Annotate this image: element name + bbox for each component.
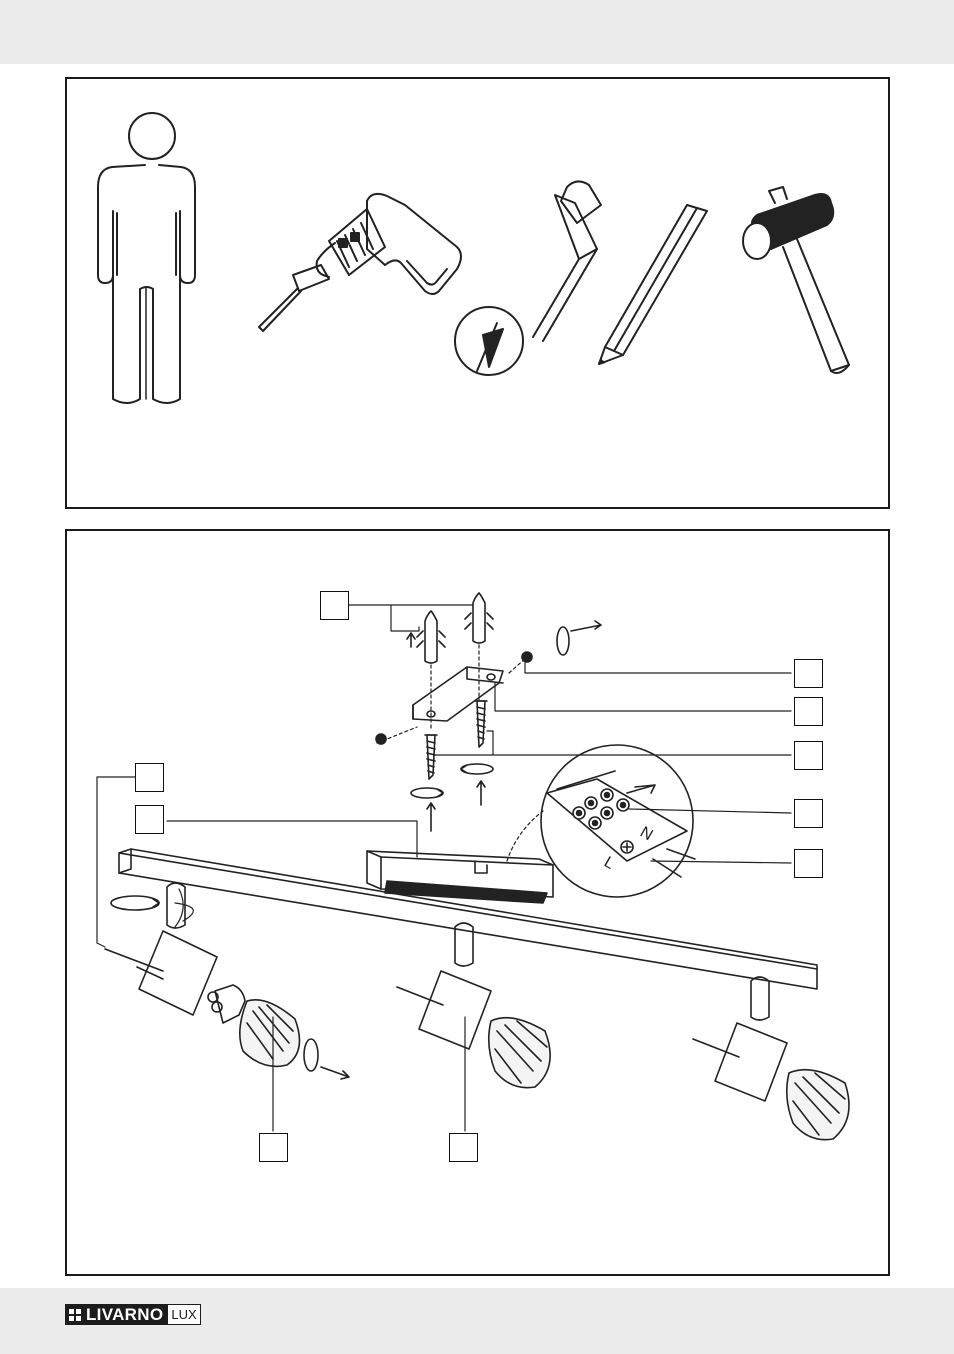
nut-left: [375, 733, 387, 745]
callout-spot-screw: [135, 763, 164, 792]
hammer-icon: [742, 186, 850, 374]
screws: [424, 700, 488, 780]
callout-dowels: [320, 591, 349, 620]
spotlight-1: [104, 882, 301, 1068]
wall-dowels: [406, 592, 494, 664]
logo-name: LIVARNO: [86, 1304, 164, 1324]
pencil-icon: [598, 204, 708, 365]
callout-wires: [794, 849, 823, 878]
callout-terminal: [794, 799, 823, 828]
callout-bulb: [259, 1133, 288, 1162]
spotlight-2: [396, 922, 551, 1089]
nut-right: [521, 651, 533, 663]
callout-bracket: [794, 697, 823, 726]
assembly-panel: L N: [65, 529, 890, 1276]
brand-logo: LIVARNO LUX: [65, 1304, 201, 1325]
screwdriver-icon: [454, 180, 602, 376]
drill-icon: [258, 192, 462, 332]
callout-nut: [794, 659, 823, 688]
terminal-label-live: L: [601, 854, 617, 873]
callout-spot-head: [449, 1133, 478, 1162]
logo-grid-icon: [69, 1308, 81, 1321]
track-rail: [118, 848, 818, 990]
mounting-bracket: [412, 666, 504, 722]
callout-canopy: [135, 805, 164, 834]
spotlight-3: [692, 976, 850, 1141]
canopy-box: [366, 850, 554, 904]
header-band: [0, 0, 954, 64]
logo-suffix: LUX: [167, 1304, 201, 1325]
tools-illustration: [97, 112, 850, 404]
person-icon: [97, 112, 196, 404]
callout-screws: [794, 741, 823, 770]
terminal-label-neutral: N: [637, 824, 656, 845]
terminal-detail: [540, 744, 696, 898]
tools-panel: [65, 77, 890, 509]
assembly-diagram: L N: [96, 592, 850, 1141]
logo-main: LIVARNO: [65, 1304, 168, 1325]
